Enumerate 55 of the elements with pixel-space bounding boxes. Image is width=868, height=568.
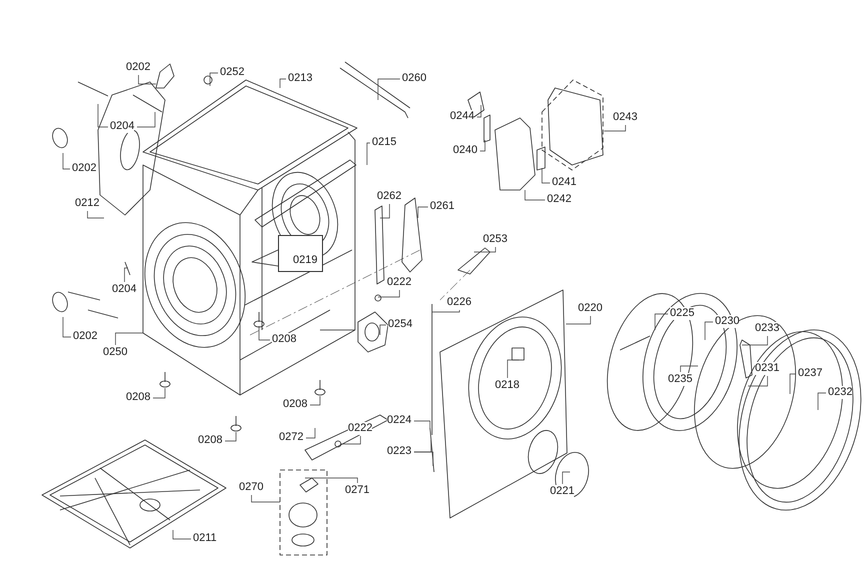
callout-number: 0204 bbox=[110, 120, 134, 133]
leader-line bbox=[98, 104, 108, 128]
leader-line bbox=[115, 332, 144, 346]
leader-line bbox=[380, 324, 386, 336]
leader-line bbox=[258, 326, 270, 340]
leader-line bbox=[136, 112, 156, 128]
leader-line bbox=[432, 310, 460, 312]
leader-line bbox=[476, 104, 482, 118]
callout-number: 0219 bbox=[293, 254, 318, 267]
leader-line bbox=[507, 360, 520, 378]
leader-line bbox=[280, 78, 286, 88]
callout-number: 0221 bbox=[550, 485, 574, 498]
leader-line bbox=[704, 322, 714, 340]
leader-line bbox=[306, 428, 316, 438]
leader-line bbox=[414, 420, 430, 428]
leader-line bbox=[378, 78, 400, 100]
callout-number: 0232 bbox=[828, 386, 852, 399]
leader-line bbox=[742, 336, 768, 346]
detail-frame bbox=[278, 235, 323, 272]
leader-line bbox=[818, 392, 826, 410]
callout-number: 0225 bbox=[670, 307, 694, 320]
leader-line bbox=[366, 142, 370, 166]
leader-line bbox=[654, 314, 668, 330]
leader-line bbox=[251, 494, 280, 502]
leader-line bbox=[748, 376, 768, 386]
leader-line bbox=[542, 168, 550, 184]
callout-number: 0231 bbox=[755, 362, 780, 375]
leader-line bbox=[414, 452, 434, 466]
leader-line bbox=[524, 190, 546, 200]
leader-line bbox=[680, 366, 698, 372]
leader-line bbox=[62, 316, 72, 338]
leader-line bbox=[87, 210, 104, 218]
callout-number: 0235 bbox=[668, 373, 692, 386]
leader-line bbox=[604, 124, 626, 132]
leader-line bbox=[210, 72, 218, 86]
leader-line bbox=[418, 206, 428, 218]
leader-line bbox=[380, 204, 390, 218]
leader-line bbox=[474, 246, 496, 252]
leader-line bbox=[152, 388, 166, 398]
leader-line bbox=[480, 140, 486, 152]
leader-line bbox=[310, 396, 320, 406]
leader-line bbox=[124, 268, 128, 282]
leader-line bbox=[304, 478, 358, 484]
leader-line bbox=[224, 432, 236, 442]
leader-line bbox=[562, 472, 570, 484]
leader-line bbox=[138, 74, 156, 84]
leader-line bbox=[378, 290, 400, 298]
leader-line bbox=[340, 436, 361, 444]
leader-line bbox=[172, 530, 192, 540]
callout-number: 0208 bbox=[272, 333, 296, 346]
leader-line bbox=[62, 152, 70, 170]
callout-number: 0230 bbox=[715, 315, 740, 328]
leader-line bbox=[790, 374, 796, 394]
leader-line bbox=[566, 316, 591, 324]
callout-number: 0222 bbox=[348, 422, 372, 435]
